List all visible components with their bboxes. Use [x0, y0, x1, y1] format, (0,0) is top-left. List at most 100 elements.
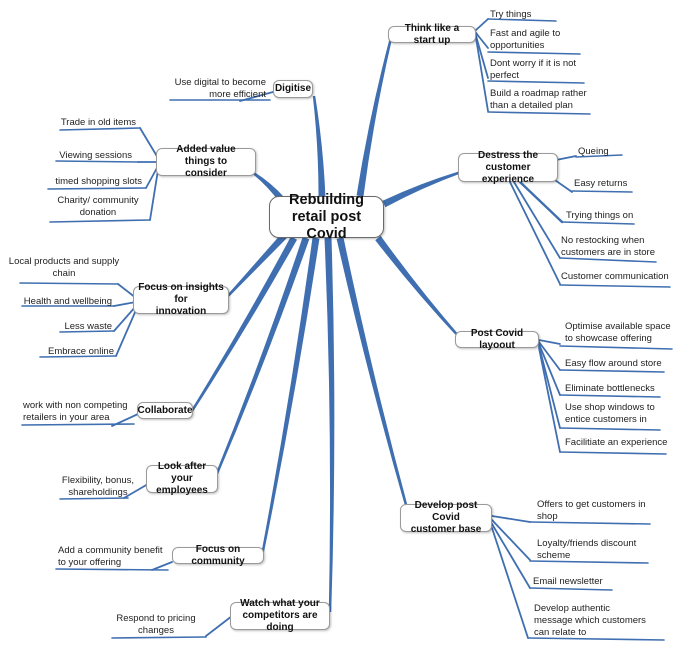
leaf-digital-efficient: Use digital to become more efficient [174, 77, 266, 100]
spoke-collaborate [190, 236, 298, 412]
branch-watch-competitors[interactable]: Watch what your competitors are doing [230, 598, 330, 633]
ul-easy-flow [559, 369, 665, 373]
ul-trade-in [59, 127, 141, 131]
ul-charity [49, 219, 151, 223]
ul-optimise [559, 345, 673, 350]
spoke-destress [382, 170, 462, 208]
ul-loyalty [529, 560, 649, 564]
ul-timed [47, 187, 147, 190]
ul-trying-on [561, 221, 635, 225]
leaf-local-products: Local products and supply chain [8, 256, 120, 279]
spoke-employees [214, 236, 310, 477]
ul-offers [529, 521, 651, 525]
conn-roadmap [475, 37, 489, 112]
conn-online [115, 309, 137, 357]
conn-health [113, 301, 137, 307]
branch-destress-customer[interactable]: Destress the customer experience [458, 150, 558, 185]
ul-flexibility [59, 497, 129, 500]
conn-email [491, 523, 531, 589]
branch-added-value[interactable]: Added value things to consider [156, 144, 256, 179]
ul-experience [559, 451, 667, 455]
leaf-loyalty: Loyalty/friends discount scheme [537, 538, 637, 561]
conn-experience [538, 347, 561, 453]
ul-dont-worry [487, 80, 585, 84]
ul-online [39, 355, 117, 358]
spoke-digitise [312, 95, 326, 199]
leaf-viewing-sessions: Viewing sessions [59, 150, 132, 161]
conn-charity [149, 169, 159, 221]
conn-try-things [475, 18, 489, 31]
conn-fast-agile [475, 32, 489, 49]
branch-post-covid-layout[interactable]: Post Covid layoout [455, 328, 539, 351]
leaf-embrace-online: Embrace online [47, 346, 114, 357]
conn-easy-flow [538, 341, 561, 371]
spoke-start-up [356, 37, 393, 197]
branch-develop-customer-base[interactable]: Develop post Covid customer base [400, 500, 492, 535]
leaf-pricing-changes: Respond to pricing changes [116, 613, 196, 636]
leaf-shop-windows: Use shop windows to entice customers in [565, 402, 655, 425]
leaf-optimise-space: Optimise available space to showcase off… [565, 321, 671, 344]
central-topic[interactable]: Rebuilding retail post Covid [269, 192, 384, 242]
leaf-facilitate-experience: Facilitiate an experience [565, 437, 668, 448]
conn-bottlenecks [538, 343, 561, 396]
spoke-layout [375, 235, 461, 339]
ul-fast-agile [487, 51, 581, 55]
leaf-try-things: Try things [490, 9, 532, 20]
conn-queing [555, 155, 577, 161]
ul-viewing [55, 160, 139, 163]
leaf-trying-on: Trying things on [566, 210, 634, 221]
branch-insights-innovation[interactable]: Focus on insights for innovation [133, 282, 229, 317]
ul-roadmap [487, 111, 591, 115]
ul-pricing [111, 636, 207, 639]
conn-loyalty [491, 519, 531, 561]
leaf-dont-worry: Dont worry if it is not perfect [490, 58, 577, 81]
spoke-added-value [251, 171, 285, 203]
ul-try-things [487, 18, 557, 22]
leaf-fast-agile: Fast and agile to opportunities [490, 28, 561, 51]
ul-easy-returns [571, 190, 633, 193]
leaf-no-restocking: No restocking when customers are in stor… [561, 235, 655, 258]
branch-look-after-employees[interactable]: Look after your employees [146, 461, 218, 496]
leaf-easy-returns: Easy returns [574, 178, 628, 189]
branch-collaborate[interactable]: Collaborate [137, 402, 193, 419]
leaf-authentic-message: Develop authentic message which customer… [534, 603, 646, 638]
ul-non-competing [21, 423, 135, 426]
conn-no-restocking [513, 181, 561, 259]
ul-shop-windows [559, 427, 661, 431]
ul-local [19, 282, 119, 285]
branch-think-like-start-up[interactable]: Think like a start up [388, 23, 476, 46]
spoke-customer-base [336, 237, 410, 513]
conn-optimise [538, 339, 561, 345]
branch-focus-community[interactable]: Focus on community [172, 544, 264, 567]
leaf-flexibility: Flexibility, bonus, shareholdings [61, 475, 135, 498]
leaf-community-benefit: Add a community benefit to your offering [58, 545, 163, 568]
conn-shop-windows [538, 345, 561, 429]
leaf-eliminate-bottlenecks: Eliminate bottlenecks [565, 383, 655, 394]
ul-email [529, 587, 613, 591]
conn-customer-comm [509, 181, 561, 285]
leaf-trade-in: Trade in old items [60, 117, 136, 128]
leaf-roadmap: Build a roadmap rather than a detailed p… [490, 88, 587, 111]
conn-community-benefit [151, 561, 173, 571]
branch-digitise[interactable]: Digitise [273, 80, 313, 98]
ul-queing [575, 154, 623, 158]
conn-trying-on [518, 180, 564, 224]
conn-less-waste [113, 305, 137, 332]
leaf-offers: Offers to get customers in shop [537, 499, 646, 522]
leaf-charity: Charity/ community donation [57, 195, 139, 218]
conn-dont-worry [475, 35, 489, 79]
spoke-competitors [324, 237, 335, 613]
conn-pricing [205, 615, 233, 637]
conn-trade-in [139, 127, 159, 159]
conn-flexibility [123, 483, 149, 499]
leaf-easy-flow: Easy flow around store [565, 358, 662, 369]
leaf-less-waste: Less waste [64, 321, 112, 332]
ul-community-benefit [55, 568, 169, 571]
ul-less-waste [59, 330, 115, 333]
leaf-timed-slots: timed shopping slots [55, 176, 142, 187]
ul-authentic [527, 637, 665, 641]
ul-customer-comm [559, 284, 671, 288]
spoke-insights [227, 233, 287, 297]
ul-no-restocking [559, 257, 657, 263]
ul-bottlenecks [559, 394, 661, 398]
